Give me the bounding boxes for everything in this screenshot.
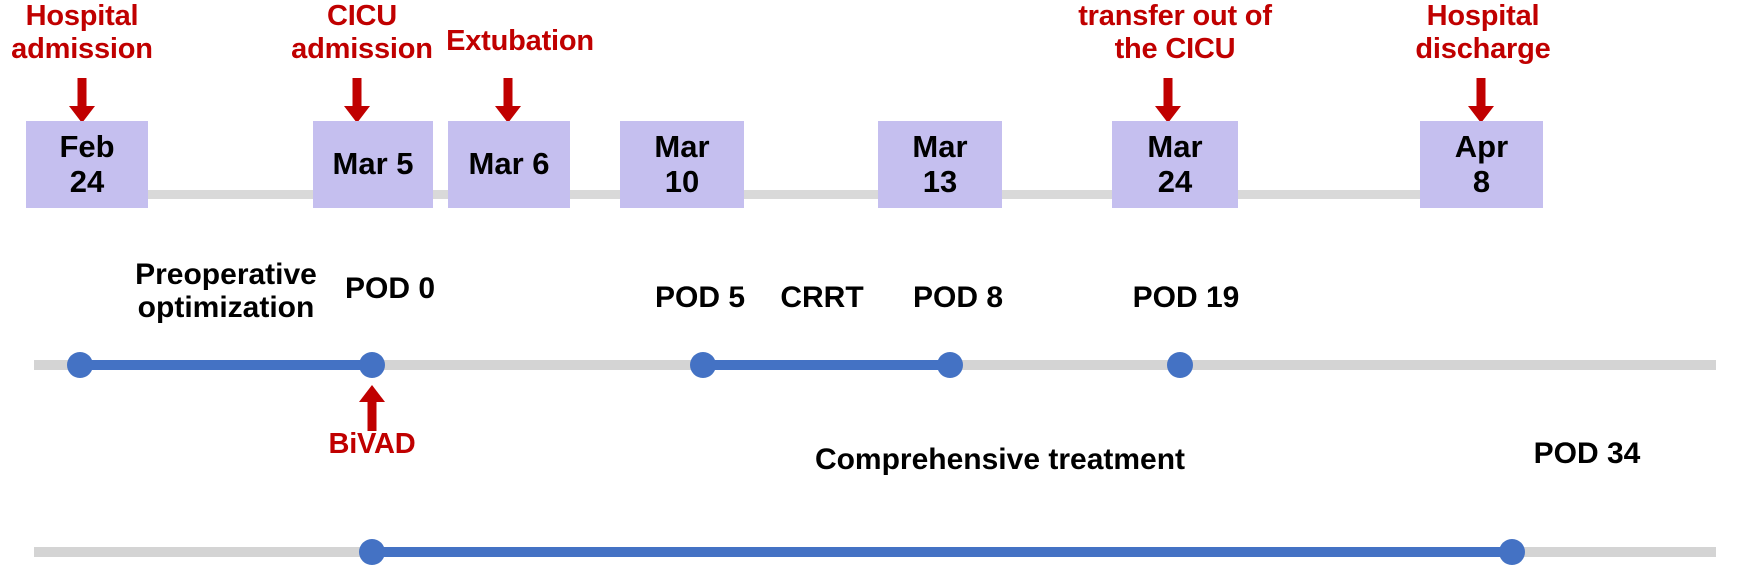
pod-span-crrt[interactable] (703, 360, 950, 370)
treatment-node-pod-34[interactable] (1499, 539, 1525, 565)
treatment-label-pod-34: POD 34 (1533, 437, 1641, 470)
procedure-label-bivad: BiVAD (328, 428, 416, 460)
date-connector-6 (1238, 190, 1421, 199)
pod-node-pod-0[interactable] (359, 352, 385, 378)
treatment-node-pod-0[interactable] (359, 539, 385, 565)
pod-node-pod-19[interactable] (1167, 352, 1193, 378)
date-box-mar-13[interactable]: Mar 13 (878, 121, 1002, 208)
pod-label-pod-8: POD 8 (912, 281, 1004, 314)
date-connector-4 (744, 190, 879, 199)
event-label-hospital-admission: Hospital admission (11, 0, 153, 66)
date-box-mar-5[interactable]: Mar 5 (313, 121, 433, 208)
pod-node-start[interactable] (67, 352, 93, 378)
event-label-transfer-out-cicu: transfer out of the CICU (1078, 0, 1272, 66)
event-label-hospital-discharge: Hospital discharge (1415, 0, 1551, 66)
pod-label-pod-5: POD 5 (654, 281, 746, 314)
pod-node-pod-5[interactable] (690, 352, 716, 378)
pod-span-label-crrt: CRRT (780, 281, 864, 314)
date-box-mar-10[interactable]: Mar 10 (620, 121, 744, 208)
date-box-mar-24[interactable]: Mar 24 (1112, 121, 1238, 208)
date-box-apr-8[interactable]: Apr 8 (1420, 121, 1543, 208)
pod-span-label-preoperative-optimization: Preoperative optimization (135, 258, 317, 324)
date-connector-1 (148, 190, 315, 199)
pod-span-preoperative-optimization[interactable] (80, 360, 372, 370)
date-box-feb-24[interactable]: Feb 24 (26, 121, 148, 208)
pod-node-pod-8[interactable] (937, 352, 963, 378)
date-connector-2 (433, 190, 449, 199)
date-box-mar-6[interactable]: Mar 6 (448, 121, 570, 208)
event-label-extubation: Extubation (446, 25, 594, 57)
treatment-span-comprehensive[interactable] (372, 547, 1512, 557)
pod-label-pod-19: POD 19 (1132, 281, 1240, 314)
event-label-cicu-admission: CICU admission (291, 0, 433, 66)
date-connector-5 (1002, 190, 1113, 199)
pod-label-pod-0: POD 0 (344, 272, 436, 305)
treatment-span-label-comprehensive: Comprehensive treatment (814, 443, 1186, 476)
date-connector-3 (570, 190, 621, 199)
